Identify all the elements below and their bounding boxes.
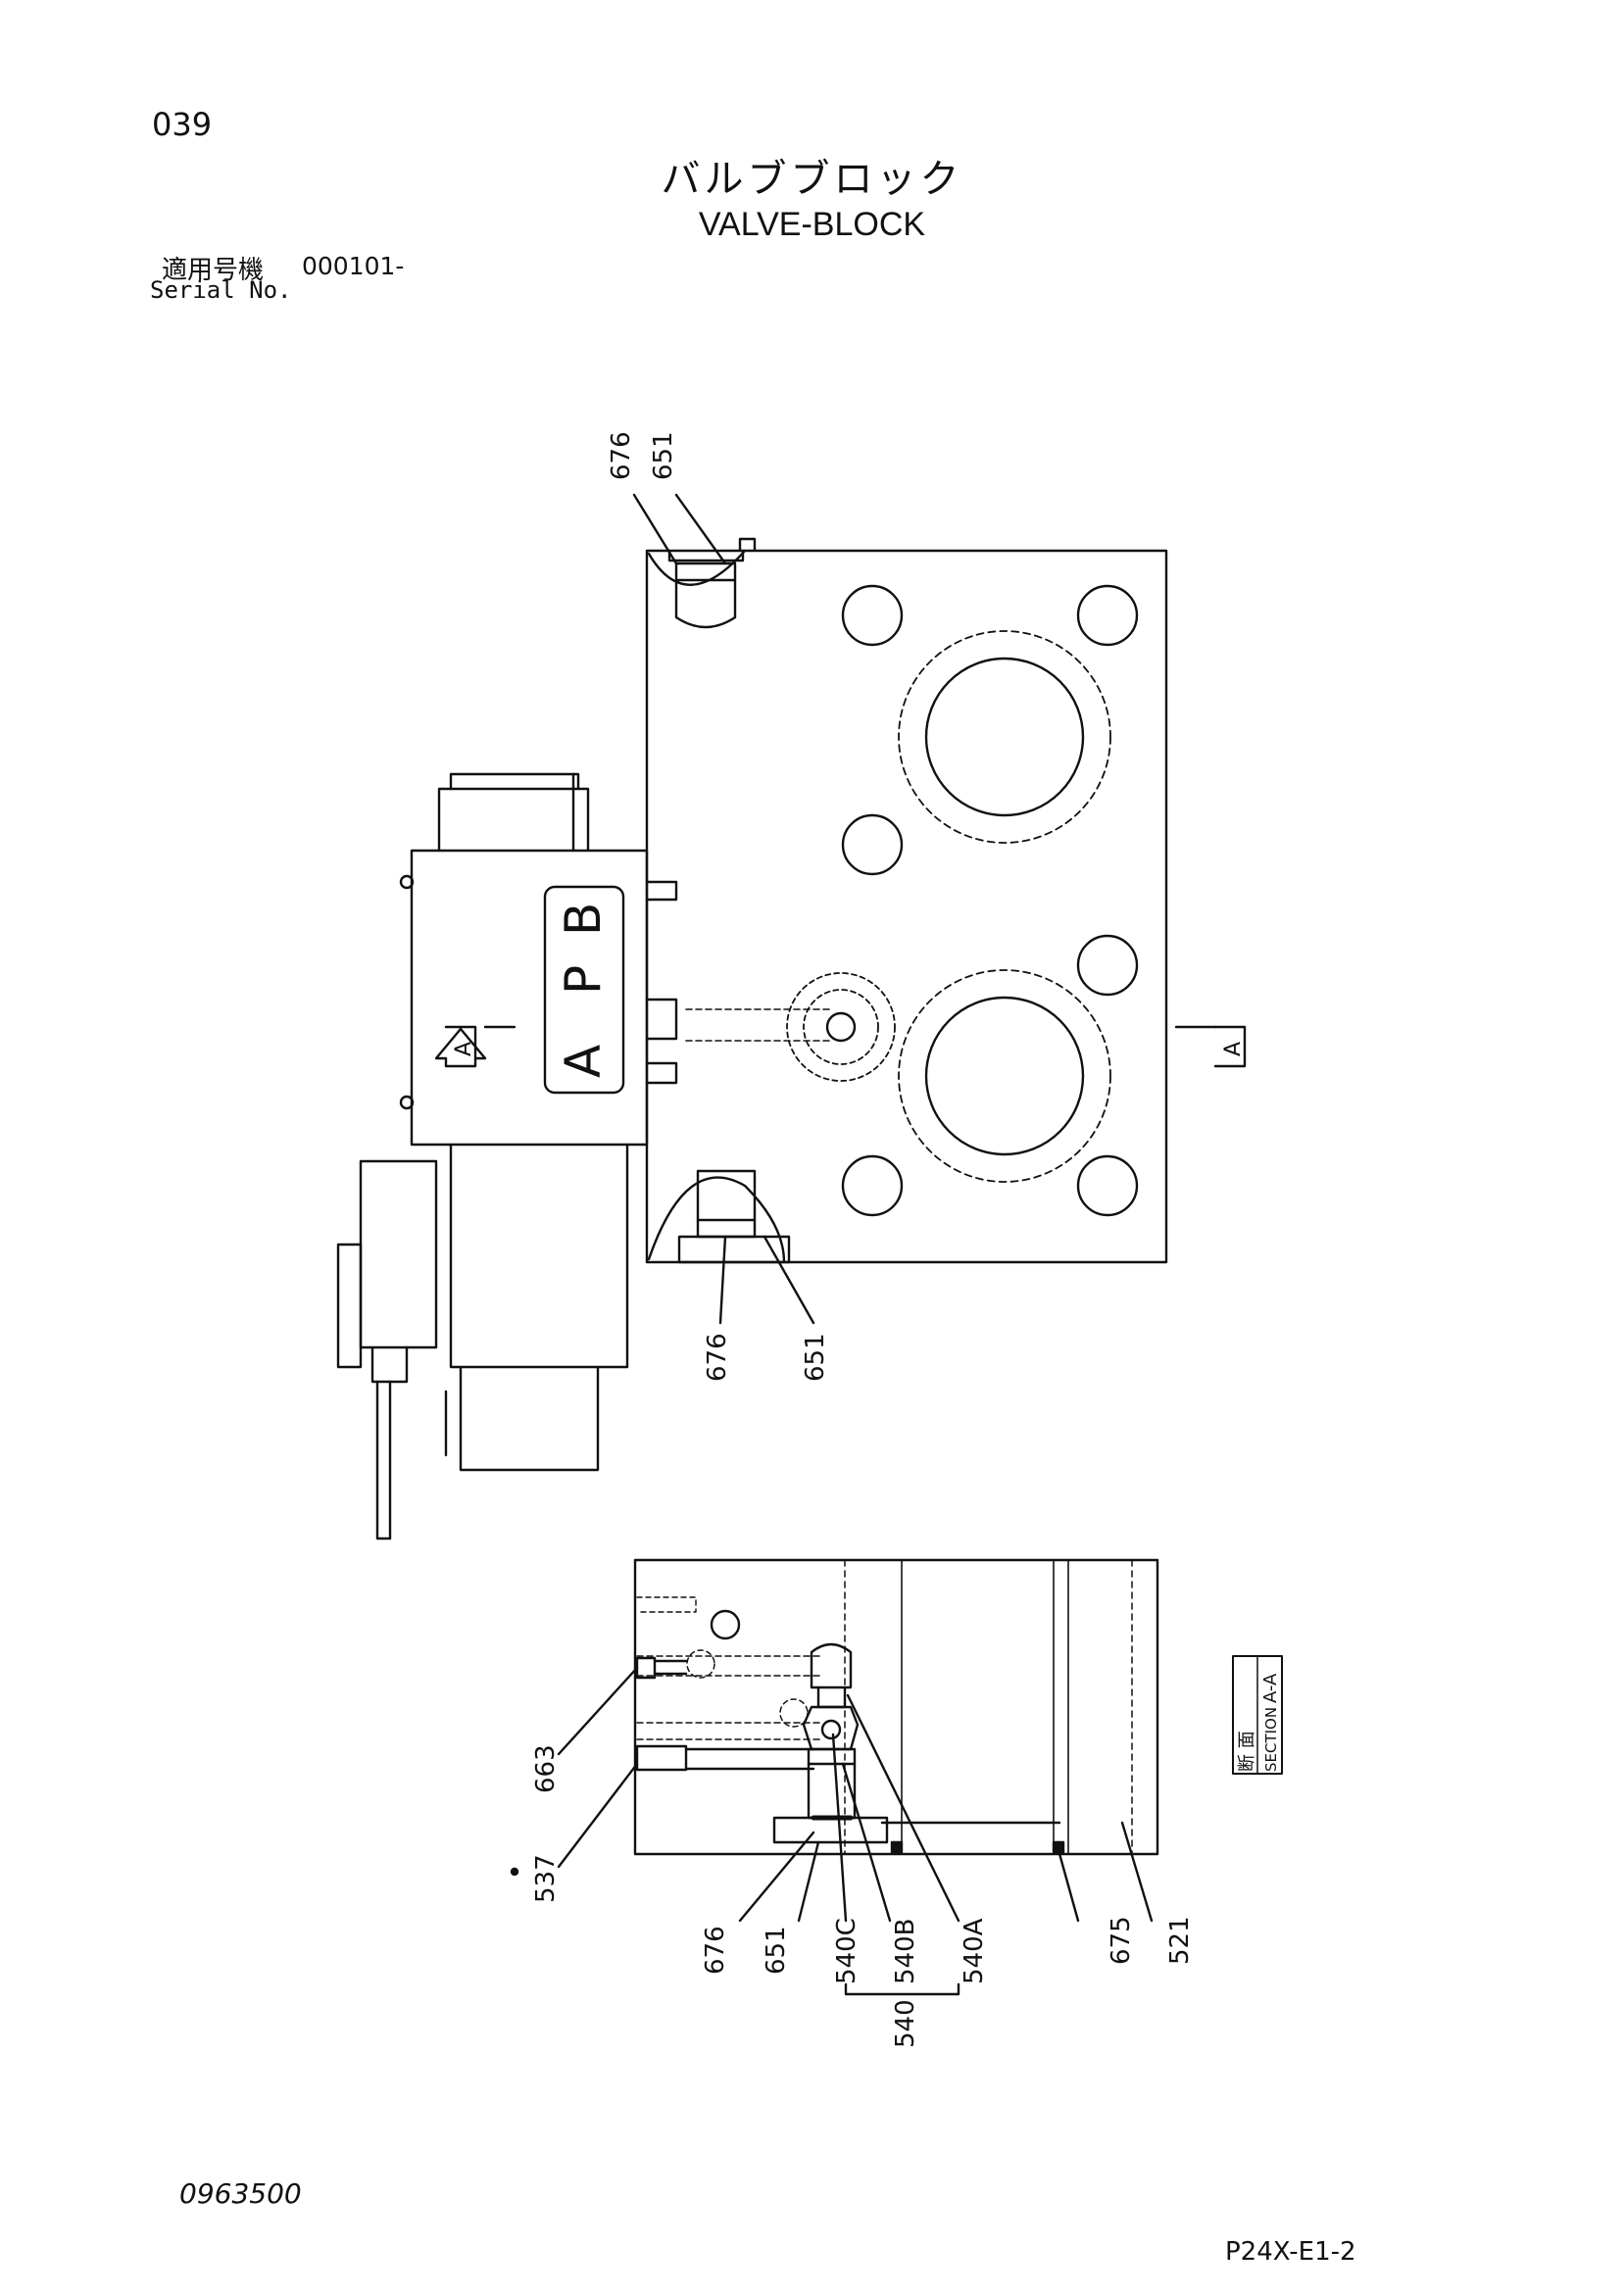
callout-540b: 540B	[891, 1919, 920, 1984]
callout-521: 521	[1165, 1916, 1195, 1965]
callout-651-bottom: 651	[801, 1333, 830, 1382]
title-japanese: バルブブロック	[661, 157, 963, 202]
section-view	[633, 1558, 1159, 1856]
page-code: P24X-E1-2	[1225, 2237, 1356, 2267]
serial-label-japanese: 適用号機	[162, 256, 265, 285]
callout-540a: 540A	[960, 1918, 989, 1984]
callout-540c: 540C	[832, 1918, 861, 1984]
document-id: 0963500	[179, 2177, 302, 2210]
callout-651-section: 651	[762, 1926, 791, 1975]
section-label-box	[1232, 1655, 1283, 1775]
section-label-english: SECTION	[1262, 1707, 1280, 1772]
solenoid-valve	[336, 772, 678, 1540]
section-marker-left	[434, 1025, 517, 1068]
section-marker-left-label: A	[452, 1042, 476, 1056]
page-number: 039	[152, 106, 213, 143]
title-english: VALVE-BLOCK	[698, 206, 926, 243]
section-label-japanese: 断 面	[1237, 1731, 1257, 1772]
port-p-label: P	[555, 965, 612, 995]
callout-676-bottom: 676	[703, 1333, 732, 1382]
callout-663: 663	[531, 1744, 561, 1793]
port-b-label: B	[555, 903, 612, 936]
callout-537: 537	[531, 1854, 561, 1903]
serial-number-value: 000101-	[302, 252, 405, 280]
callout-651-top: 651	[649, 431, 678, 480]
callout-540: 540	[891, 1999, 920, 2048]
callout-676-section: 676	[701, 1926, 730, 1975]
callout-675: 675	[1107, 1916, 1136, 1965]
section-marker-right-label: A	[1221, 1042, 1246, 1056]
port-a-label: A	[555, 1045, 612, 1078]
callout-676-top: 676	[607, 431, 636, 480]
section-marker-right	[1174, 1025, 1247, 1068]
section-id-label: A-A	[1260, 1673, 1281, 1703]
valve-block-body	[645, 537, 1168, 1264]
serial-label-english: Serial No.	[150, 276, 292, 304]
